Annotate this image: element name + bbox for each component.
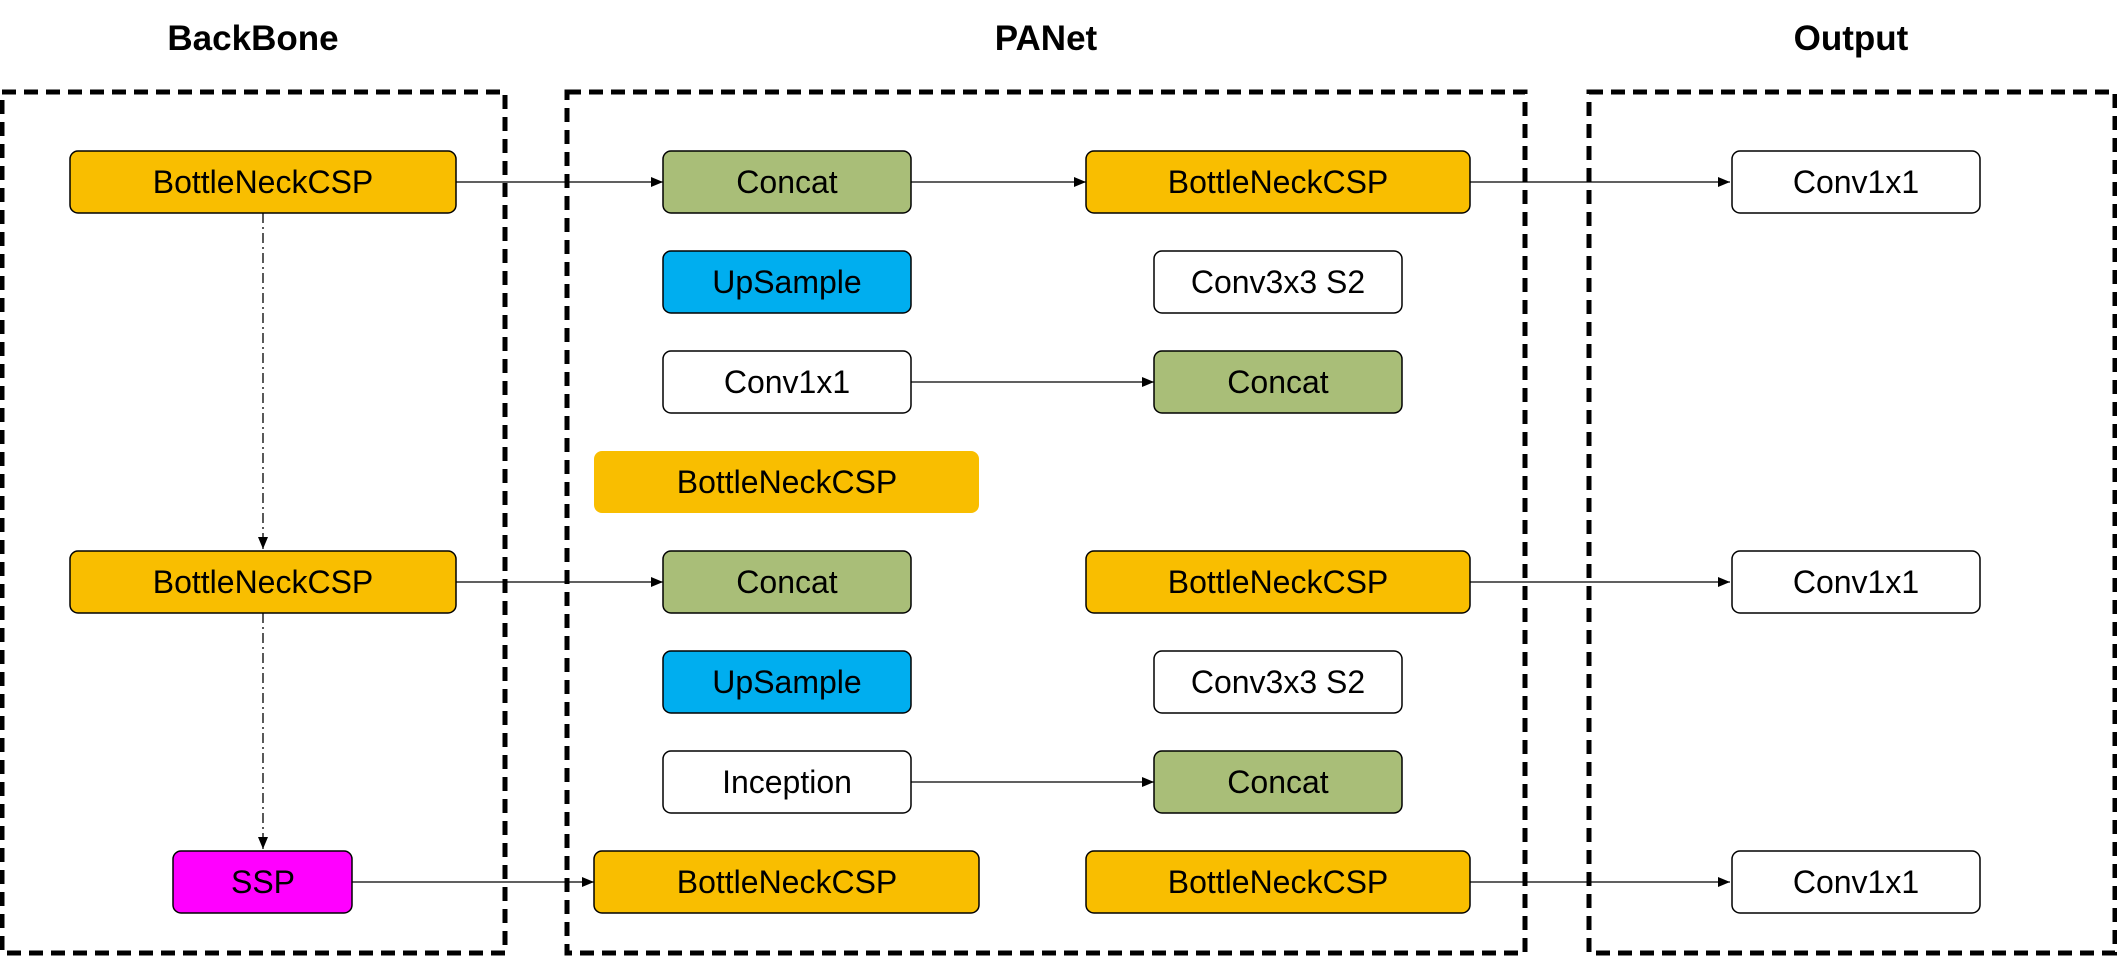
panet-inception-label: Inception [722,764,852,800]
panet-concat-4-label: Concat [1227,764,1329,800]
connectors [258,177,1730,887]
panet-bottleneck-bottom-left-label: BottleNeckCSP [677,864,898,900]
panet-bottleneck-top-right-box [1085,150,1471,214]
panet-conv1x1-label: Conv1x1 [724,364,850,400]
panet-conv3x3-2-label: Conv3x3 S2 [1191,664,1365,700]
panet-conv3x3-2-box [1153,650,1403,714]
panet-bottleneck-mid-box [594,451,979,513]
panet-concat-3-label: Concat [1227,364,1329,400]
panet-bottleneck-bottom-right-label: BottleNeckCSP [1168,864,1389,900]
output-conv-2-box [1731,550,1981,614]
section-title-output: Output [1794,19,1909,58]
panet-conv3x3-1-box [1153,250,1403,314]
panet-bottleneck-mid-right-label: BottleNeckCSP [1168,564,1389,600]
panet-bottleneck-mid-label: BottleNeckCSP [677,464,898,500]
backbone-ssp-box [172,850,353,914]
panet-concat-4-box [1153,750,1403,814]
backbone-bottleneck-mid-label: BottleNeckCSP [153,564,374,600]
panet-concat-1-label: Concat [736,164,838,200]
backbone-bottleneck-mid-box [69,550,457,614]
panet-bottleneck-mid-right-box [1085,550,1471,614]
output-conv-3-label: Conv1x1 [1793,864,1919,900]
section-title-panet: PANet [995,19,1098,58]
panet-concat-1-box [662,150,912,214]
output-conv-1-box [1731,150,1981,214]
backbone-ssp-label: SSP [231,864,295,900]
output-conv-2-label: Conv1x1 [1793,564,1919,600]
section-title-backbone: BackBone [167,19,338,58]
backbone-bottleneck-top-box [69,150,457,214]
panet-bottleneck-bottom-left-box [593,850,980,914]
backbone-bottleneck-top-label: BottleNeckCSP [153,164,374,200]
panet-upsample-1-label: UpSample [712,264,861,300]
panet-conv3x3-1-label: Conv3x3 S2 [1191,264,1365,300]
panet-upsample-2-box [662,650,912,714]
output-conv-3-box [1731,850,1981,914]
output-conv-1-label: Conv1x1 [1793,164,1919,200]
backbone-frame [0,89,508,956]
panet-conv1x1-box [662,350,912,414]
panet-concat-3-box [1153,350,1403,414]
panet-bottleneck-top-right-label: BottleNeckCSP [1168,164,1389,200]
panet-frame [564,89,1528,956]
panet-bottleneck-bottom-right-box [1085,850,1471,914]
panet-upsample-2-label: UpSample [712,664,861,700]
panet-concat-2-label: Concat [736,564,838,600]
panet-inception-box [662,750,912,814]
panet-upsample-1-box [662,250,912,314]
panet-concat-2-box [662,550,912,614]
output-frame [1586,89,2117,956]
